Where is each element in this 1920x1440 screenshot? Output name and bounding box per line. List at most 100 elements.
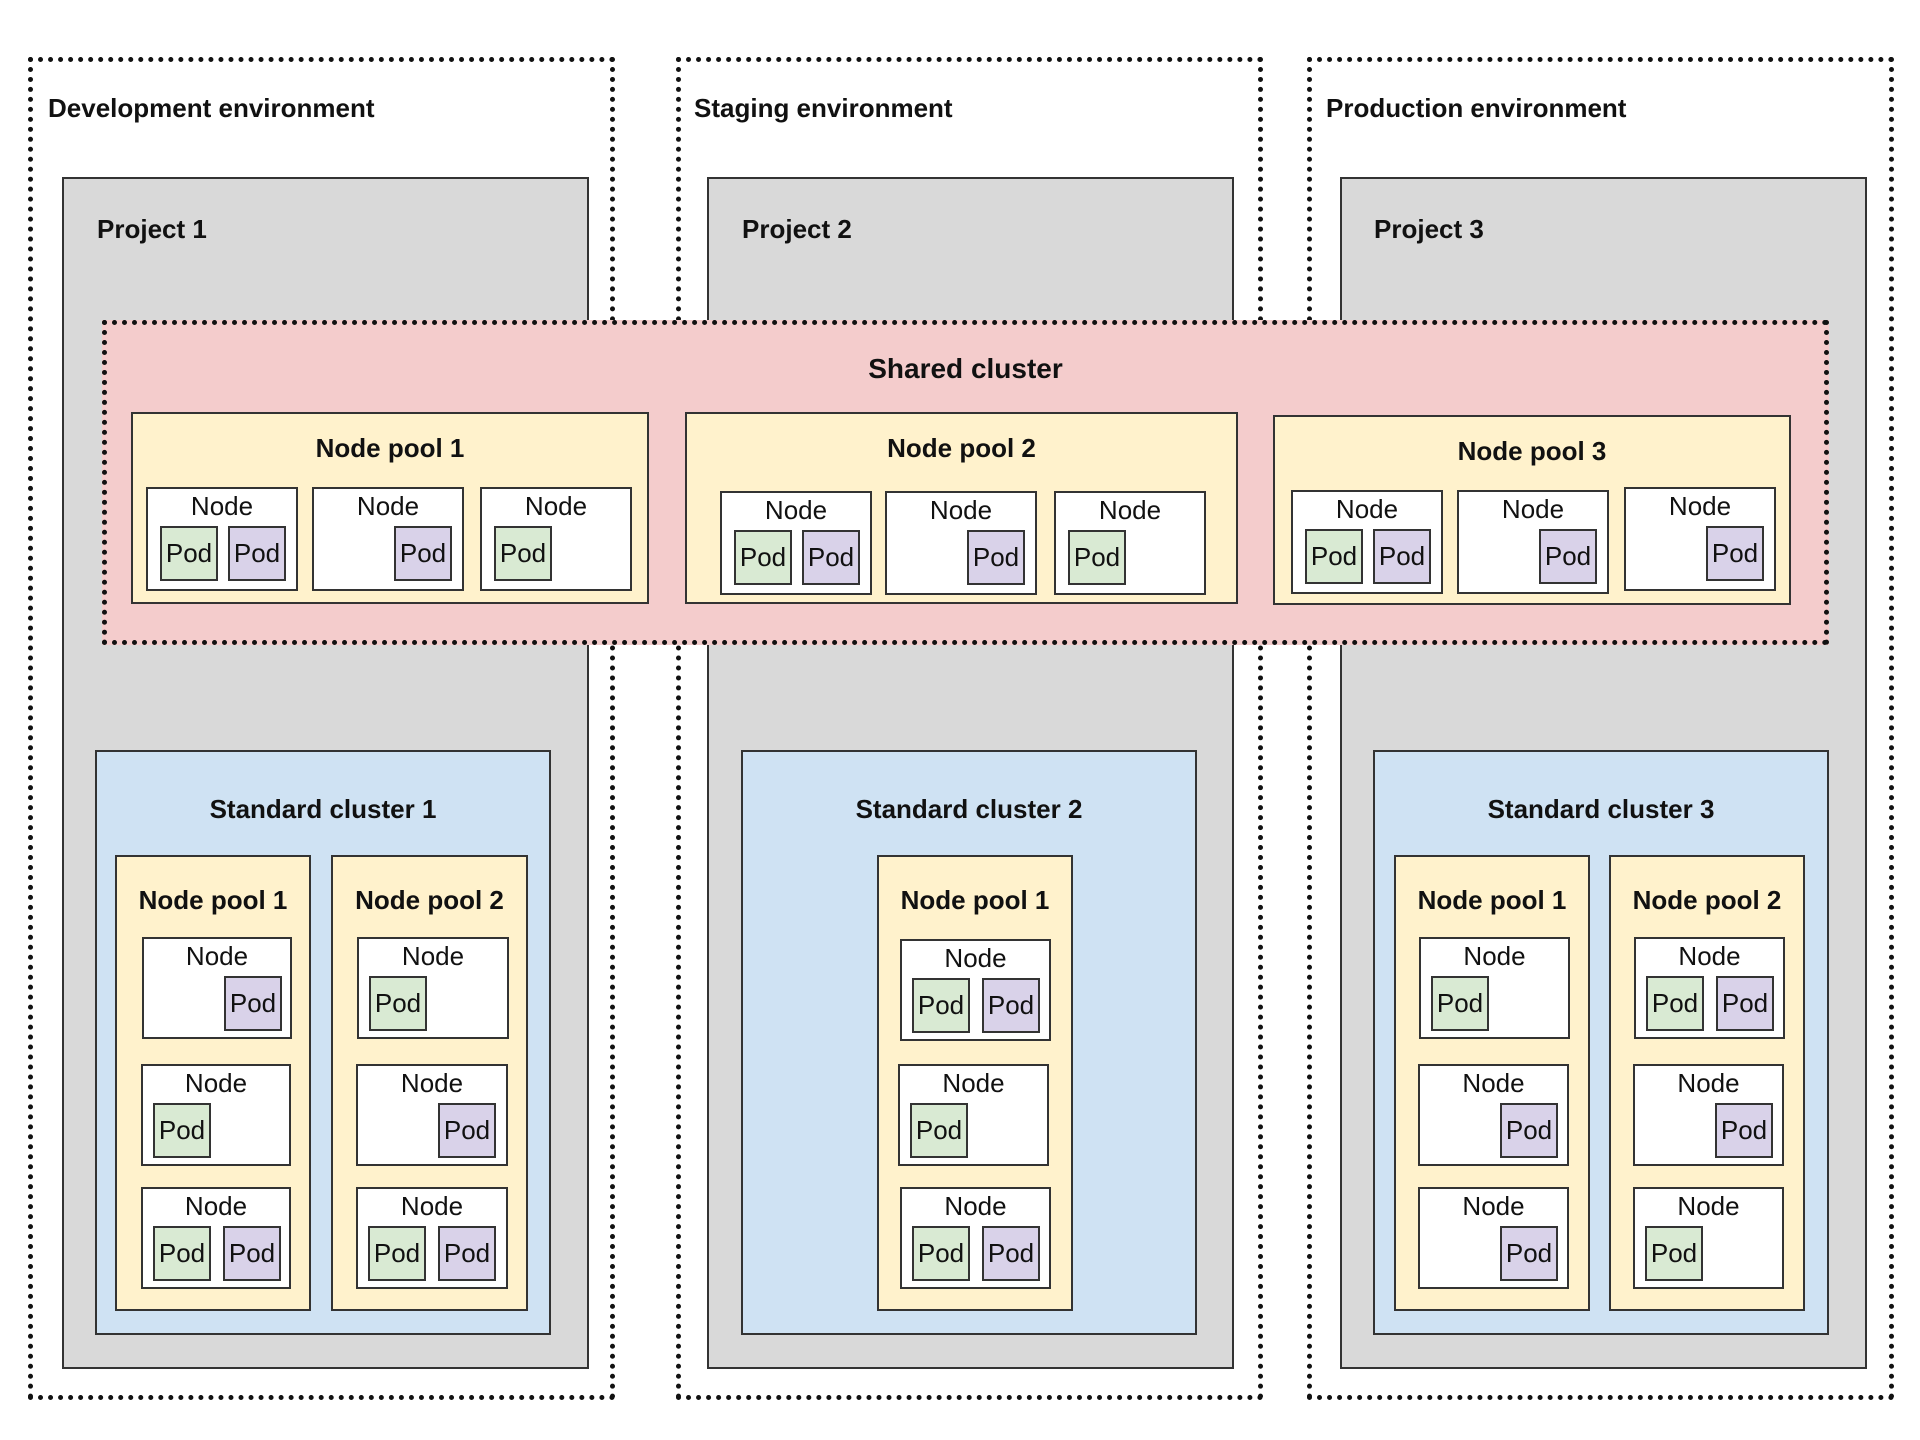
node-label: Node bbox=[1462, 1191, 1525, 1221]
pod: Pod bbox=[1716, 976, 1774, 1031]
shared-node-pool-3-label: Node pool 3 bbox=[1457, 436, 1607, 466]
node: Node Pod Pod bbox=[900, 1187, 1051, 1289]
sc1-node-pool-2-label: Node pool 2 bbox=[355, 885, 504, 915]
node: Node Pod Pod bbox=[1291, 490, 1443, 594]
standard-cluster-2-title: Standard cluster 2 bbox=[855, 794, 1083, 824]
node-label: Node bbox=[1677, 1191, 1740, 1221]
node-label: Node bbox=[190, 491, 254, 521]
node-label: Node bbox=[400, 1068, 464, 1098]
pod: Pod bbox=[1373, 529, 1431, 584]
node: Node Pod bbox=[312, 487, 464, 591]
node: Node Pod bbox=[356, 1064, 508, 1166]
node: Node Pod Pod bbox=[146, 487, 298, 591]
node: Node Pod bbox=[1624, 487, 1776, 591]
project-2-label: Project 2 bbox=[742, 214, 852, 244]
node-label: Node bbox=[1098, 495, 1162, 525]
node-label: Node bbox=[401, 941, 465, 971]
node: Node Pod bbox=[480, 487, 632, 591]
node: Node Pod bbox=[1633, 1187, 1784, 1289]
pod: Pod bbox=[438, 1226, 496, 1281]
node-label: Node bbox=[400, 1191, 464, 1221]
pod: Pod bbox=[982, 1226, 1040, 1281]
node: Node Pod Pod bbox=[900, 939, 1051, 1041]
pod: Pod bbox=[153, 1103, 211, 1158]
node-label: Node bbox=[524, 491, 588, 521]
node: Node Pod bbox=[141, 1064, 291, 1166]
node: Node Pod Pod bbox=[720, 491, 872, 595]
pod: Pod bbox=[734, 530, 792, 585]
standard-cluster-3-title: Standard cluster 3 bbox=[1487, 794, 1715, 824]
project-1-label: Project 1 bbox=[97, 214, 207, 244]
development-environment-label: Development environment bbox=[48, 93, 375, 123]
node: Node Pod bbox=[357, 937, 509, 1039]
shared-node-pool-1-label: Node pool 1 bbox=[315, 433, 465, 463]
pod: Pod bbox=[394, 526, 452, 581]
pod: Pod bbox=[160, 526, 218, 581]
node-label: Node bbox=[185, 941, 249, 971]
pod: Pod bbox=[1500, 1226, 1558, 1281]
pod: Pod bbox=[1706, 526, 1764, 581]
node-label: Node bbox=[1335, 494, 1399, 524]
node-label: Node bbox=[1677, 1068, 1740, 1098]
standard-cluster-1-title: Standard cluster 1 bbox=[209, 794, 437, 824]
shared-node-pool-2-label: Node pool 2 bbox=[887, 433, 1036, 463]
sc2-node-pool-1-label: Node pool 1 bbox=[900, 885, 1050, 915]
node: Node Pod bbox=[1418, 1187, 1569, 1289]
pod: Pod bbox=[1646, 976, 1704, 1031]
pod: Pod bbox=[1539, 529, 1597, 584]
pod: Pod bbox=[1500, 1103, 1558, 1158]
node: Node Pod Pod bbox=[141, 1187, 291, 1289]
node: Node Pod bbox=[1419, 937, 1570, 1039]
node-label: Node bbox=[184, 1068, 248, 1098]
node-label: Node bbox=[1463, 941, 1526, 971]
pod: Pod bbox=[967, 530, 1025, 585]
node: Node Pod Pod bbox=[356, 1187, 508, 1289]
node-label: Node bbox=[1668, 491, 1732, 521]
node-label: Node bbox=[184, 1191, 248, 1221]
pod: Pod bbox=[802, 530, 860, 585]
sc3-node-pool-2-label: Node pool 2 bbox=[1632, 885, 1782, 915]
pod: Pod bbox=[1305, 529, 1363, 584]
node: Node Pod bbox=[1633, 1064, 1784, 1166]
node-label: Node bbox=[1501, 494, 1565, 524]
pod: Pod bbox=[153, 1226, 211, 1281]
pod: Pod bbox=[438, 1103, 496, 1158]
node-label: Node bbox=[764, 495, 828, 525]
node-label: Node bbox=[944, 943, 1007, 973]
node: Node Pod bbox=[898, 1064, 1049, 1166]
node-label: Node bbox=[942, 1068, 1005, 1098]
sc1-node-pool-1-label: Node pool 1 bbox=[138, 885, 288, 915]
pod: Pod bbox=[369, 976, 427, 1031]
node: Node Pod Pod bbox=[1634, 937, 1785, 1039]
node-label: Node bbox=[356, 491, 420, 521]
pod: Pod bbox=[1068, 530, 1126, 585]
node-label: Node bbox=[1678, 941, 1741, 971]
node: Node Pod bbox=[142, 937, 292, 1039]
pod: Pod bbox=[1431, 976, 1489, 1031]
production-environment bbox=[1307, 57, 1894, 1400]
development-environment bbox=[28, 57, 615, 1400]
pod: Pod bbox=[1645, 1226, 1703, 1281]
pod: Pod bbox=[912, 978, 970, 1033]
node-label: Node bbox=[1462, 1068, 1525, 1098]
pod: Pod bbox=[910, 1103, 968, 1158]
project-3-label: Project 3 bbox=[1374, 214, 1484, 244]
pod: Pod bbox=[224, 976, 282, 1031]
pod: Pod bbox=[494, 526, 552, 581]
node-label: Node bbox=[929, 495, 993, 525]
pod: Pod bbox=[368, 1226, 426, 1281]
staging-environment bbox=[676, 57, 1263, 1400]
production-environment-label: Production environment bbox=[1326, 93, 1627, 123]
node: Node Pod bbox=[1457, 490, 1609, 594]
pod: Pod bbox=[1715, 1103, 1773, 1158]
pod: Pod bbox=[223, 1226, 281, 1281]
shared-cluster-title: Shared cluster bbox=[868, 353, 1063, 384]
node: Node Pod bbox=[1418, 1064, 1569, 1166]
node: Node Pod bbox=[885, 491, 1037, 595]
staging-environment-label: Staging environment bbox=[694, 93, 953, 123]
pod: Pod bbox=[228, 526, 286, 581]
pod: Pod bbox=[912, 1226, 970, 1281]
sc3-node-pool-1-label: Node pool 1 bbox=[1417, 885, 1567, 915]
pod: Pod bbox=[982, 978, 1040, 1033]
node: Node Pod bbox=[1054, 491, 1206, 595]
